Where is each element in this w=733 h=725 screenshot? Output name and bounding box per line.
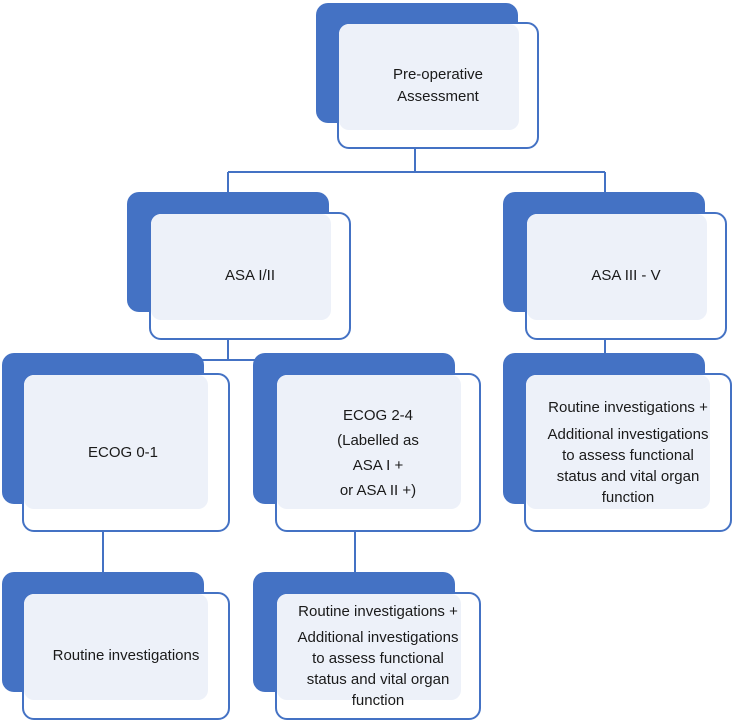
node-label-line: Routine investigations <box>52 647 200 664</box>
node-label-line: Routine investigations + <box>548 398 708 416</box>
node-label-line: to assess functional <box>312 650 444 667</box>
node-label-line: Pre-operative <box>392 65 484 83</box>
node-label-line: Additional investigations <box>547 425 709 443</box>
node-label-line: or ASA II +) <box>339 481 417 499</box>
connector-asa12-to-ecog <box>102 340 356 373</box>
node-label-line: ASA I + <box>352 456 404 474</box>
node-label-line: ECOG 0-1 <box>87 443 159 461</box>
node-label-line: status and vital organ <box>556 467 700 485</box>
node-label-line: function <box>351 692 405 709</box>
node-label-line: Additional investigations <box>297 629 459 646</box>
connector-root-to-asa <box>227 145 606 192</box>
node-label-line: ECOG 2-4 <box>342 406 414 424</box>
node-label-line: function <box>601 488 655 506</box>
node-label-line: status and vital organ <box>306 671 450 688</box>
node-label-line: Routine investigations + <box>298 603 458 620</box>
node-label-line: to assess functional <box>562 446 694 464</box>
node-label-line: ASA III - V <box>591 267 661 284</box>
node-label-line: Assessment <box>397 87 479 105</box>
node-label-line: ASA I/II <box>224 267 276 284</box>
node-label-line: (Labelled as <box>337 431 419 449</box>
